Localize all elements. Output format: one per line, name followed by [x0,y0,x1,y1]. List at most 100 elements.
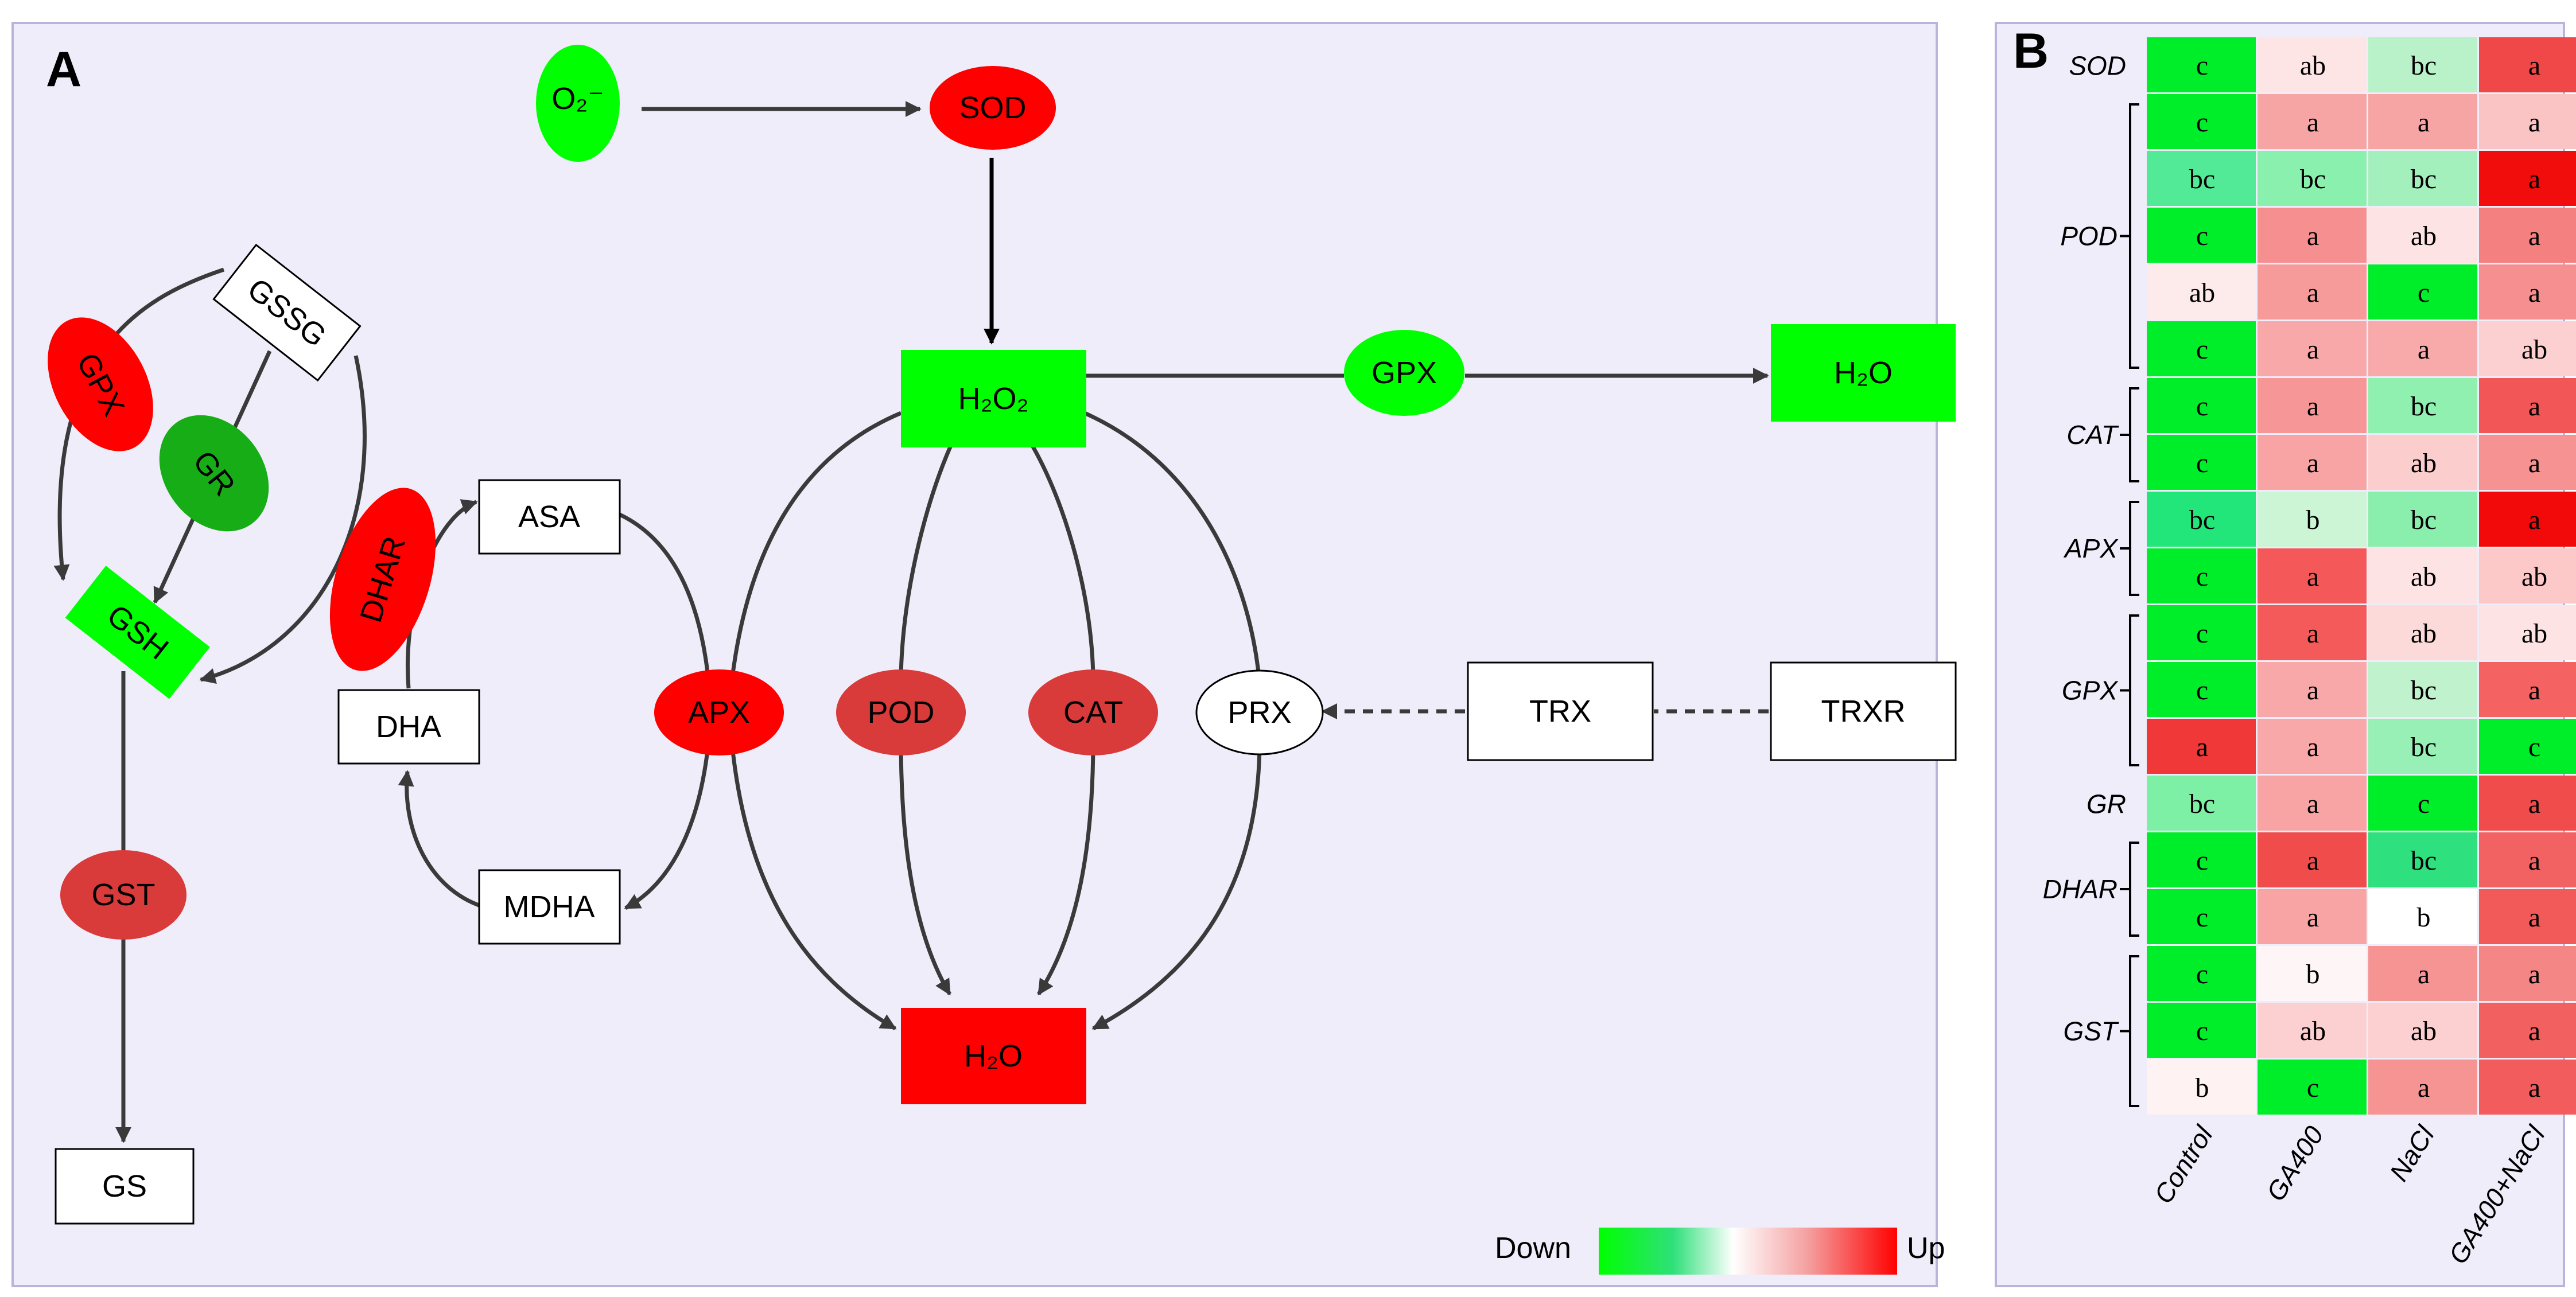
heatmap-cell-fill [2368,1060,2477,1115]
heatmap-cell-letter: ab [2300,50,2326,81]
heatmap-cell: bc [2368,151,2477,206]
heatmap-cell-letter: a [2528,505,2540,535]
heatmap-cell-fill [2479,264,2576,320]
node-asa-label: ASA [518,500,580,534]
heatmap-cell: c [2147,832,2256,887]
heatmap-cell: a [2479,492,2576,547]
heatmap-cell-letter: bc [2189,164,2215,194]
heatmap-cell-fill [2147,1060,2256,1115]
heatmap-cell-fill [2479,37,2576,92]
heatmap-cell-fill [2368,378,2477,433]
heatmap-cell-letter: c [2196,902,2208,933]
panel-b-label: B [2013,24,2049,79]
heatmap-cell-fill [2479,889,2576,944]
heatmap-cell: ab [2147,264,2256,320]
heatmap-cell-letter: a [2307,562,2319,592]
heatmap-cell: a [2258,605,2367,660]
node-gpx-right: GPX [1344,330,1464,416]
heatmap-group-gpx: GPX [2062,614,2139,766]
heatmap-cell-fill [2479,94,2576,149]
heatmap-cell-fill [2368,435,2477,490]
heatmap-cell: a [2258,832,2367,887]
heatmap-cell-fill [2147,208,2256,263]
heatmap-cell-letter: a [2528,959,2540,990]
heatmap-cell-letter: a [2528,107,2540,138]
heatmap-group-label: GR [2087,789,2126,819]
heatmap-cell-letter: ab [2411,448,2437,478]
heatmap-cell-letter: bc [2411,164,2437,194]
heatmap-cell-letter: c [2196,391,2208,422]
heatmap-cell: b [2258,946,2367,1001]
heatmap-cell-fill [2258,492,2367,547]
heatmap-cell: bc [2368,378,2477,433]
heatmap-cell: c [2147,94,2256,149]
heatmap-cell-letter: c [2196,562,2208,592]
heatmap-cell-letter: a [2528,675,2540,706]
heatmap-cell-fill [2479,1060,2576,1115]
heatmap-cell-fill [2368,492,2477,547]
heatmap-cell: a [2368,321,2477,376]
node-gst: GST [60,850,187,940]
heatmap-cell-letter: a [2307,391,2319,422]
node-h2o-bottom: H₂O [901,1008,1086,1104]
node-dhar: DHAR [329,488,436,671]
heatmap-cell-fill [2368,662,2477,717]
heatmap-cell: ab [2368,1003,2477,1058]
heatmap-group-gr: GR [2087,789,2126,819]
node-apx-label: APX [688,695,750,730]
heatmap-cell-letter: ab [2411,618,2437,649]
heatmap-cell-letter: c [2196,221,2208,251]
heatmap-cell-letter: b [2306,959,2320,990]
heatmap-cell: bc [2147,776,2256,831]
heatmap-cell: ab [2368,435,2477,490]
heatmap-cell-letter: a [2528,1073,2540,1103]
heatmap-cell-letter: a [2307,221,2319,251]
heatmap-cell: a [2479,435,2576,490]
node-pod: POD [836,669,966,755]
heatmap-cell-fill [2368,264,2477,320]
heatmap-cell: a [2368,94,2477,149]
heatmap-cell-letter: c [2418,789,2430,819]
heatmap-cell: c [2147,378,2256,433]
heatmap-cell-letter: a [2307,448,2319,478]
heatmap-cell-letter: ab [2300,1016,2326,1046]
heatmap-cell-letter: bc [2189,789,2215,819]
heatmap-cell: a [2368,1060,2477,1115]
heatmap-cell: a [2479,378,2576,433]
heatmap-group-bracket [2120,955,2139,1107]
heatmap-cell-fill [2147,37,2256,92]
heatmap-cell-letter: a [2418,107,2430,138]
heatmap-cell-fill [2147,662,2256,717]
heatmap-cell: ab [2368,548,2477,603]
heatmap-cell-fill [2368,1003,2477,1058]
heatmap-cell-fill [2479,832,2576,887]
node-asa: ASA [478,479,621,555]
heatmap-group-cat: CAT [2066,387,2139,482]
heatmap-cell-letter: bc [2411,732,2437,762]
heatmap-cell: a [2258,321,2367,376]
heatmap-cell-letter: bc [2189,505,2215,535]
heatmap-cell: bc [2147,151,2256,206]
heatmap-cell-fill [2479,662,2576,717]
heatmap-cell-letter: c [2418,278,2430,308]
heatmap-cell-letter: c [2196,107,2208,138]
heatmap-cell-fill [2479,321,2576,376]
node-h2o-bottom-label: H₂O [964,1039,1023,1073]
heatmap-cell-letter: a [2307,618,2319,649]
node-trx: TRX [1467,661,1654,761]
heatmap-cell-fill [2368,605,2477,660]
heatmap-cell-fill [2258,208,2367,263]
heatmap-cell-letter: a [2307,789,2319,819]
heatmap-cell-fill [2147,719,2256,774]
heatmap-cell: c [2147,662,2256,717]
node-sod-label: SOD [959,91,1026,125]
heatmap-cell-letter: c [2196,846,2208,876]
node-gs-label: GS [102,1169,147,1203]
heatmap-cell-fill [2368,832,2477,887]
heatmap-cell-letter: a [2307,334,2319,365]
heatmap-cell-letter: ab [2411,562,2437,592]
heatmap-cell-fill [2479,435,2576,490]
heatmap-cell-letter: ab [2189,278,2215,308]
heatmap-cell-fill [2147,94,2256,149]
